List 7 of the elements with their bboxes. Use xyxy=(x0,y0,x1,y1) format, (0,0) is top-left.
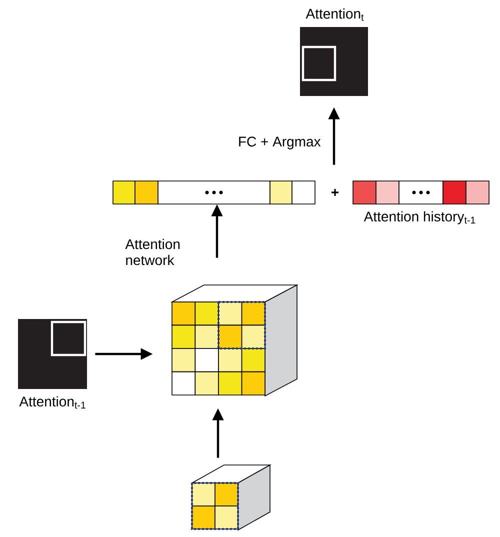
map-label: Attention$_{t}$ xyxy=(306,8,364,21)
map-label: Attention history$_{t-1}$ xyxy=(364,211,476,224)
edge-label: Attention network xyxy=(125,238,180,266)
plus-sign: + xyxy=(332,188,339,196)
edge-label: FC + Argmax xyxy=(239,136,321,150)
map-label: Attention$_{t-1}$ xyxy=(19,396,86,409)
vector-bar xyxy=(112,180,316,204)
